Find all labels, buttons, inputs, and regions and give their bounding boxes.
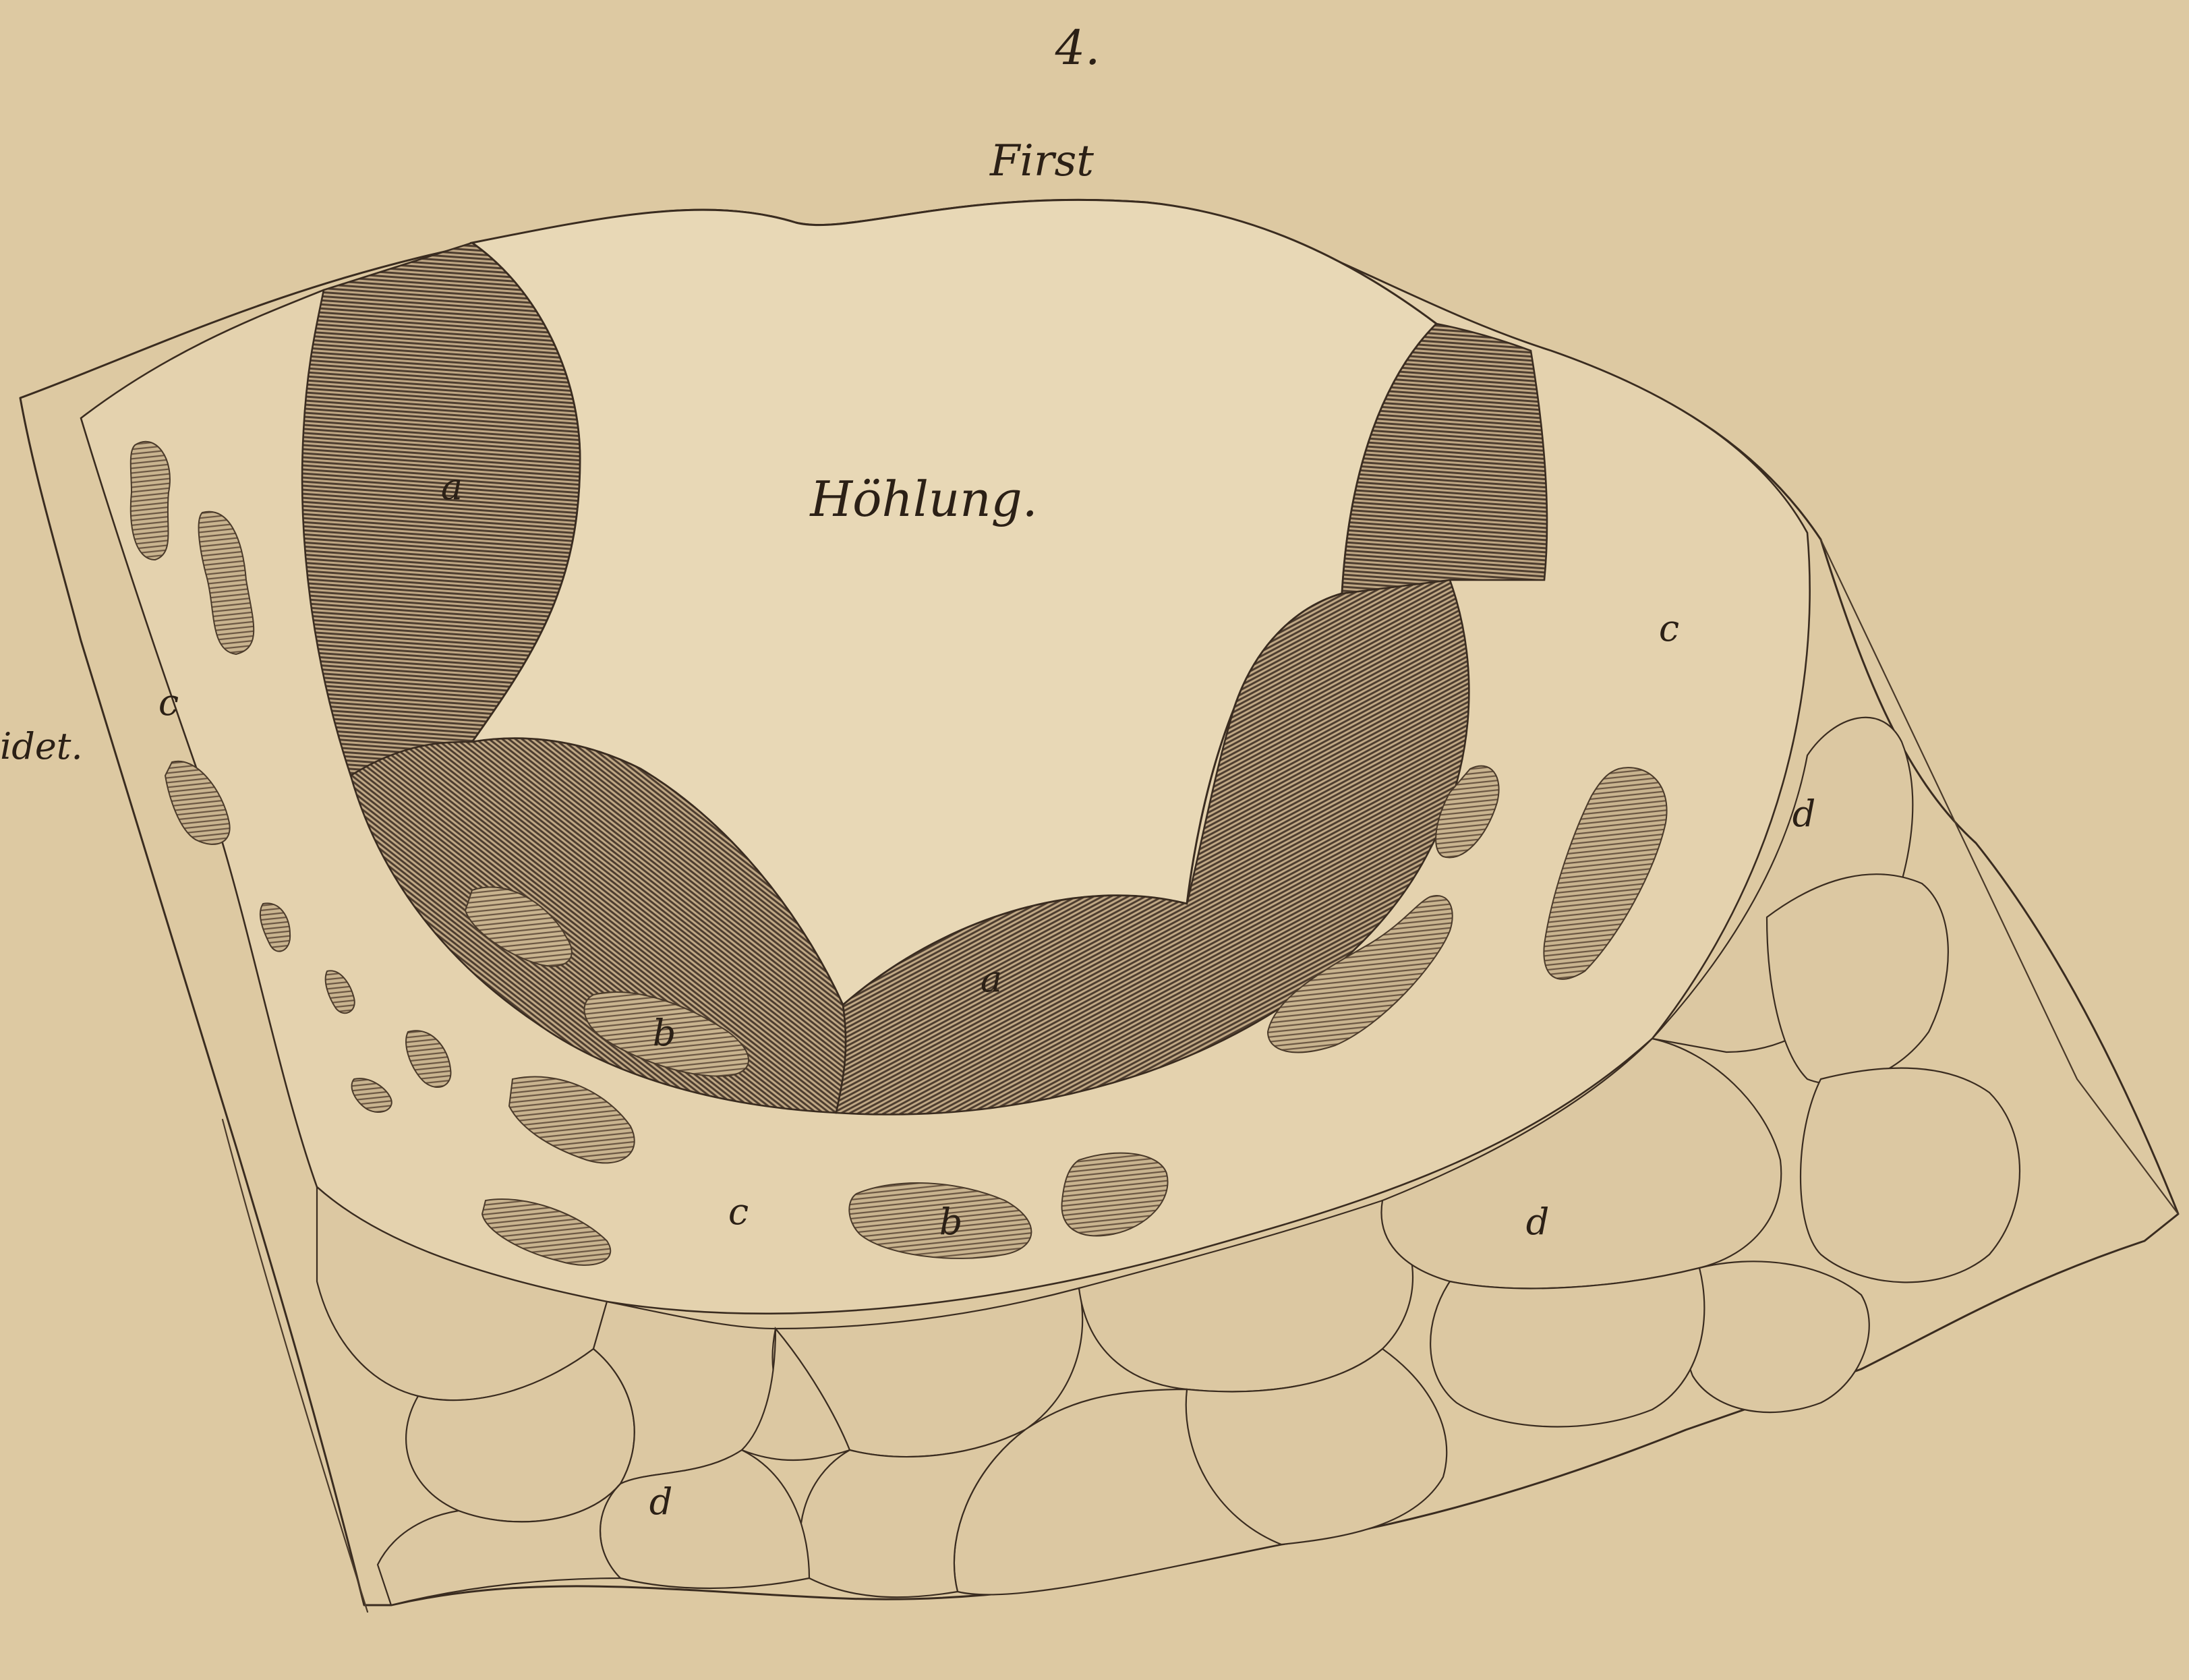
label-c-left: c bbox=[158, 681, 179, 724]
top-label: First bbox=[989, 136, 1094, 186]
label-d-right: d bbox=[1792, 792, 1816, 835]
label-a-upper: a bbox=[441, 465, 463, 508]
label-b-left: b bbox=[653, 1012, 676, 1054]
cavity-label: Höhlung. bbox=[809, 471, 1037, 527]
lens bbox=[131, 442, 170, 560]
label-d-middle: d bbox=[1526, 1200, 1550, 1243]
label-a-lower: a bbox=[981, 958, 1002, 1000]
label-c-right: c bbox=[1659, 607, 1679, 649]
label-d-bottom: d bbox=[649, 1480, 673, 1523]
label-b-bottom: b bbox=[939, 1200, 963, 1243]
side-label: idet. bbox=[0, 725, 83, 767]
label-c-bottom: c bbox=[728, 1190, 749, 1233]
plate-number: 4. bbox=[1055, 20, 1101, 76]
